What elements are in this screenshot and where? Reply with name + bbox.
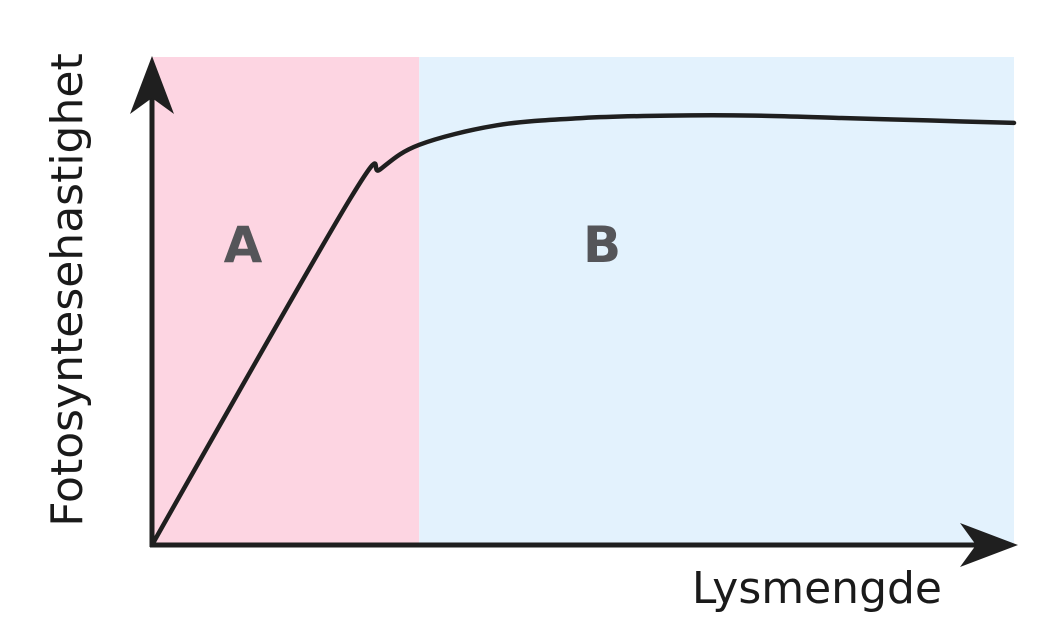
series-line-0 (149, 113, 1017, 548)
axes-layer (130, 56, 1018, 567)
y-axis-arrow-icon (130, 56, 174, 114)
series-layer (149, 113, 1017, 548)
x-axis-arrow-icon (960, 523, 1018, 567)
regions-layer (152, 57, 1015, 545)
region-b-area (419, 57, 1015, 545)
region-b-label: B (583, 216, 621, 274)
y-axis-title: Fotosyntesehastighet (42, 53, 93, 526)
region-a-label: A (224, 216, 263, 274)
x-axis-title: Lysmengde (692, 563, 942, 614)
